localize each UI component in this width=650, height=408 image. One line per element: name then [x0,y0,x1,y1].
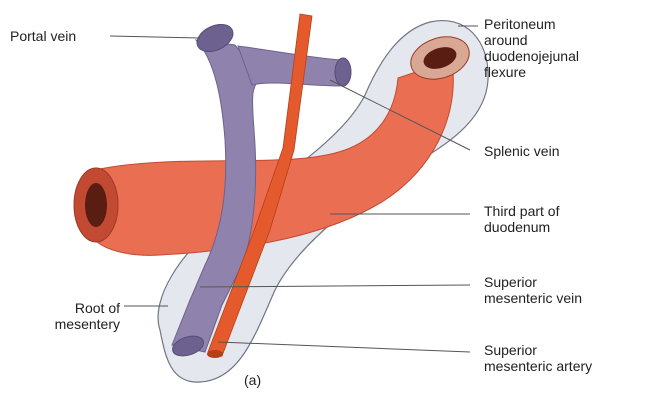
leader-portal-vein [110,36,200,38]
label-sm-vein: Superior mesenteric vein [484,274,582,306]
label-sm-artery-line1: Superior [484,342,592,358]
splenic-vein-opening [335,58,351,86]
label-root-of-mesentery: Root of mesentery [8,300,120,332]
label-peritoneum: Peritoneum around duodenojejunal flexure [484,16,579,80]
label-sm-vein-line1: Superior [484,274,582,290]
label-duodenum-line1: Third part of [484,203,559,219]
label-duodenum-line2: duodenum [484,219,559,235]
label-portal-vein: Portal vein [10,28,76,44]
label-peritoneum-line3: duodenojejunal [484,48,579,64]
panel-label: (a) [244,372,261,388]
label-sm-artery: Superior mesenteric artery [484,342,592,374]
sm-artery-lower-opening [207,350,223,358]
label-peritoneum-line2: around [484,32,579,48]
label-root-line2: mesentery [8,316,120,332]
label-peritoneum-line1: Peritoneum [484,16,579,32]
label-sm-vein-line2: mesenteric vein [484,290,582,306]
duodenum-tube [95,60,453,255]
label-peritoneum-line4: flexure [484,64,579,80]
label-splenic-vein: Splenic vein [484,143,560,159]
leader-sm-artery [218,342,470,352]
label-third-part-duodenum: Third part of duodenum [484,203,559,235]
duodenum-left-lumen [85,183,107,227]
label-root-line1: Root of [8,300,120,316]
splenic-vein [238,46,342,86]
label-sm-artery-line2: mesenteric artery [484,358,592,374]
